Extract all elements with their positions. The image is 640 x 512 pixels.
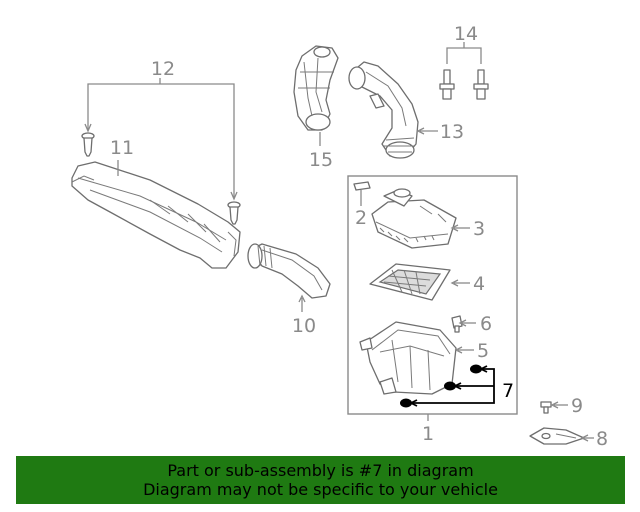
callout-8[interactable]: 8 (596, 428, 608, 450)
grommet-7-top[interactable] (470, 364, 482, 374)
grommet-7-bottom[interactable] (400, 398, 412, 408)
callout-9[interactable]: 9 (571, 395, 583, 417)
clip-2[interactable] (353, 181, 371, 191)
callout-12[interactable]: 12 (151, 58, 175, 80)
callout-10[interactable]: 10 (292, 315, 316, 337)
outlet-hose-13[interactable] (348, 61, 419, 159)
info-banner: Part or sub-assembly is #7 in diagram Di… (16, 456, 625, 504)
parts-diagram: 1 2 3 4 5 6 7 8 9 10 11 12 13 14 15 (71, 23, 608, 450)
callout-13[interactable]: 13 (440, 121, 464, 143)
inlet-duct-10[interactable] (247, 243, 331, 299)
bracket-8[interactable] (529, 427, 585, 445)
screw-9[interactable] (540, 401, 552, 414)
air-filter-4[interactable] (369, 263, 451, 301)
callout-1[interactable]: 1 (422, 423, 434, 445)
banner-line-1: Part or sub-assembly is #7 in diagram (167, 461, 474, 480)
callout-4[interactable]: 4 (473, 273, 485, 295)
screw-6[interactable] (451, 315, 463, 333)
push-pin-left[interactable] (81, 132, 95, 157)
lower-housing-5[interactable] (359, 321, 457, 395)
callout-6[interactable]: 6 (480, 313, 492, 335)
callout-11[interactable]: 11 (110, 137, 134, 159)
callout-7[interactable]: 7 (502, 380, 514, 402)
callout-2[interactable]: 2 (355, 207, 367, 229)
air-cleaner-cover-3[interactable] (371, 188, 457, 249)
callout-3[interactable]: 3 (473, 218, 485, 240)
push-pin-right[interactable] (227, 201, 241, 225)
callout-5[interactable]: 5 (477, 340, 489, 362)
bolt-14-right[interactable] (473, 69, 489, 100)
bolt-14-left[interactable] (439, 69, 455, 100)
air-deflector-11[interactable] (71, 161, 241, 269)
callout-14[interactable]: 14 (454, 23, 478, 45)
assembly-box-1 (347, 175, 518, 415)
grommet-7-middle[interactable] (444, 381, 456, 391)
resonator-15[interactable] (293, 45, 339, 131)
banner-line-2: Diagram may not be specific to your vehi… (143, 480, 498, 499)
callout-15[interactable]: 15 (309, 149, 333, 171)
